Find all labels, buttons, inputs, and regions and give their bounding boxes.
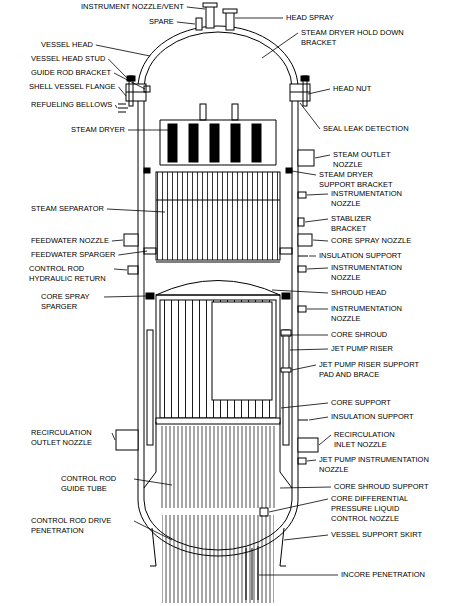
leader-line [118,251,147,255]
part-label: JET PUMP RISER [330,344,394,354]
leader-line [290,349,328,350]
part-label: CORE DIFFERENTIAL PRESSURE LIQUID CONTRO… [330,494,422,524]
part-label: VESSEL HEAD [40,40,94,50]
part-label: CONTROL ROD DRIVE PENETRATION [30,516,132,536]
part-label: CORE SHROUD [330,330,388,340]
part-label: STEAM OUTLET NOZZLE [332,150,404,170]
leader-line [292,171,316,175]
part-label: CORE SPRAY NOZZLE [330,236,412,246]
part-label: INSULATION SUPPORT [330,412,415,422]
leader-line [313,240,328,241]
part-label: RECIRCULATION OUTLET NOZZLE [30,428,110,448]
part-label: STEAM DRYER [70,125,126,135]
part-label: INSTRUMENTATION NOZZLE [330,304,407,324]
leader-line [112,240,123,241]
leader-line [280,487,331,488]
leader-line [307,268,328,269]
leader-line [112,433,115,440]
leader-line [114,269,127,270]
leader-line [272,290,328,293]
part-label: INSTRUMENTATION NOZZLE [330,263,407,283]
leader-line [269,499,328,512]
part-label: HEAD NUT [332,84,372,94]
part-label: RECIRCULATION INLET NOZZLE [333,430,415,450]
part-label: INCORE PENETRATION [340,570,426,580]
part-label: STEAM SEPARATOR [30,204,105,214]
part-label: CORE SPRAY SPARGER [40,292,102,312]
leader-line [305,219,328,222]
leader-line [292,365,316,370]
leader-line [308,89,330,94]
leader-line [115,105,117,108]
leader-line [259,575,338,576]
part-label: REFUELING BELLOWS [30,100,113,110]
part-label: CORE SUPPORT [330,398,392,408]
part-label: JET PUMP RISER SUPPORT PAD AND BRACE [318,360,432,380]
leader-line [300,103,320,129]
leader-line [235,18,283,19]
part-label: FEEDWATER NOZZLE [30,236,110,246]
leader-line [119,87,126,96]
leader-line [307,309,328,310]
part-label: SHELL VESSEL FLANGE [28,82,117,92]
part-label: CONTROL ROD GUIDE TUBE [60,474,132,494]
part-label: CONTROL ROD HYDRAULIC RETURN [28,264,112,284]
leader-line [262,33,298,58]
leader-line [104,296,146,297]
leader-line [281,335,328,336]
leader-line [284,535,328,540]
leader-line [114,73,145,89]
part-label: GUIDE ROD BRACKET [30,68,112,78]
part-label: INSTRUMENTATION NOZZLE [330,189,407,209]
leader-line [281,403,328,408]
part-label: CORE SHROUD SUPPORT [333,482,429,492]
leader-line [315,155,330,158]
leader-line [307,194,328,195]
part-label: SHROUD HEAD [330,288,387,298]
leader-line [187,7,205,9]
leader-line [319,435,331,445]
part-label: HEAD SPRAY [285,13,335,23]
part-label: JET PUMP INSTRUMENTATION NOZZLE [318,455,444,475]
part-label: STABLIZER BRACKET [330,214,407,234]
part-label: SEAL LEAK DETECTION [322,124,410,134]
part-label: FEEDWATER SPARGER [30,250,116,260]
leader-line [177,22,195,24]
leader-line [134,521,172,540]
part-label: VESSEL HEAD STUD [30,54,106,64]
leader-line [307,460,316,461]
part-label: INSULATION SUPPORT [318,251,403,261]
part-label: SPARE [148,17,175,27]
part-label: INSTRUMENT NOZZLE/VENT [80,2,185,12]
part-label: VESSEL SUPPORT SKIRT [330,530,423,540]
leader-line [128,130,170,131]
leader-line [134,479,172,485]
leader-line [309,417,328,420]
part-label: STEAM DRYER SUPPORT BRACKET [318,170,400,190]
leader-line [309,256,316,257]
part-label: STEAM DRYER HOLD DOWN BRACKET [300,28,412,48]
leader-line [107,209,165,212]
